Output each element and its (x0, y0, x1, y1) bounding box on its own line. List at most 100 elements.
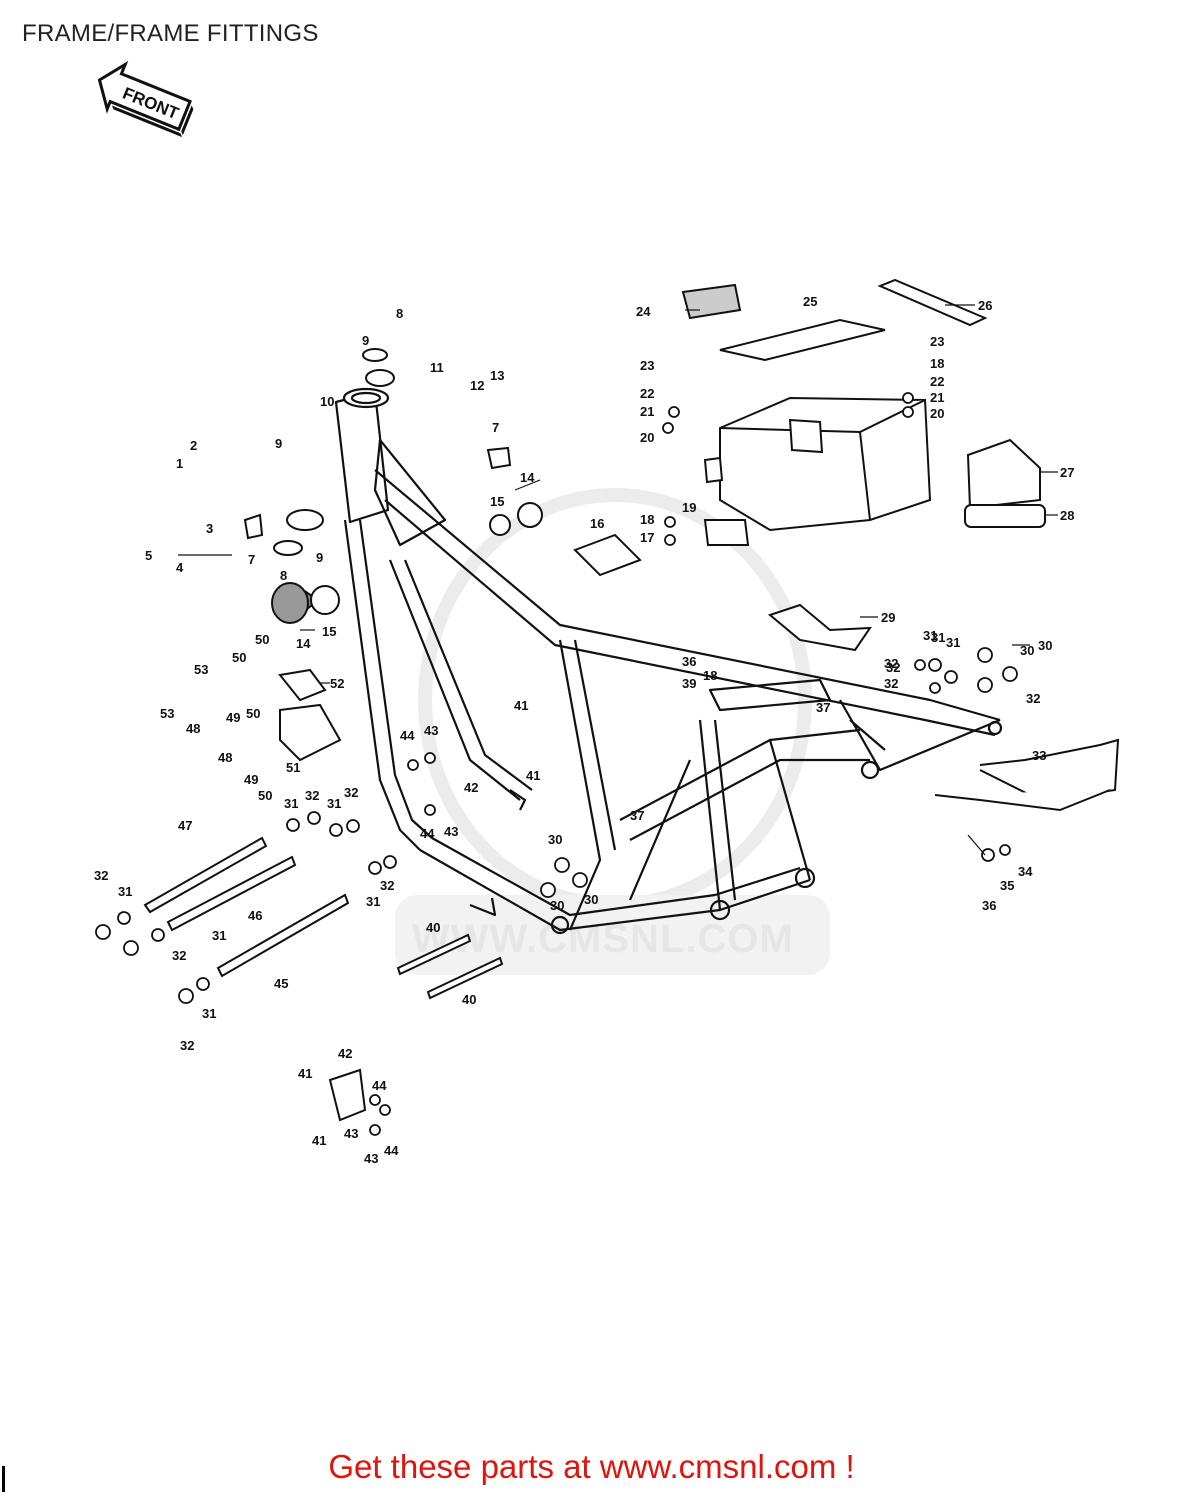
leader-lines (178, 304, 1058, 856)
callout: 36 (682, 654, 696, 669)
callout: 11 (430, 360, 444, 375)
callout: 15 (490, 494, 504, 509)
callout: 29 (881, 610, 895, 625)
footer-cta-link[interactable]: Get these parts at www.cmsnl.com ! (328, 1448, 855, 1485)
battery-box (703, 396, 932, 546)
callout: 34 (1018, 864, 1033, 879)
callout: 22 (930, 374, 944, 389)
callout: 32 (94, 868, 108, 883)
callout: 31 (212, 928, 226, 943)
callout: 32 (1026, 691, 1040, 706)
callout: 13 (490, 368, 504, 383)
callout: 37 (816, 700, 830, 715)
frame-fittings (143, 348, 1120, 1122)
fasteners (95, 392, 1018, 1136)
callout: 23 (930, 334, 944, 349)
callout: 41 (526, 768, 540, 783)
callout: 17 (640, 530, 654, 545)
callout: 24 (636, 304, 651, 319)
callout: 31 (366, 894, 380, 909)
callout: 18 (640, 512, 654, 527)
callout: 18 (930, 356, 944, 371)
callout: 31 (202, 1006, 216, 1021)
callout: 18 (703, 668, 717, 683)
callout: 30 (584, 892, 598, 907)
callout: 20 (930, 406, 944, 421)
callout: 32 (172, 948, 186, 963)
callout: 45 (274, 976, 288, 991)
callout: 7 (248, 552, 255, 567)
frame-tubes (334, 387, 1003, 935)
callout: 33 (1032, 748, 1046, 763)
callout: 40 (462, 992, 476, 1007)
edge-marker (2, 1466, 5, 1492)
callout: 41 (298, 1066, 312, 1081)
callout: 43 (364, 1151, 378, 1166)
callout: 4 (176, 560, 184, 575)
callout: 30 (550, 898, 564, 913)
callout: 50 (246, 706, 260, 721)
callout: 14 (296, 636, 311, 651)
callout: 31 (923, 628, 937, 643)
callout: 32 (344, 785, 358, 800)
callout: 28 (1060, 508, 1074, 523)
callout: 50 (258, 788, 272, 803)
battery-parts (681, 278, 988, 362)
callout: 40 (426, 920, 440, 935)
callout: 9 (316, 550, 323, 565)
callout: 32 (886, 660, 900, 675)
callout: 5 (145, 548, 152, 563)
callout: 31 (946, 635, 960, 650)
callout: 30 (1038, 638, 1052, 653)
callout: 39 (682, 676, 696, 691)
callout: 8 (396, 306, 403, 321)
callout: 41 (514, 698, 528, 713)
callout: 9 (362, 333, 369, 348)
callout: 32 (380, 878, 394, 893)
callout: 50 (255, 632, 269, 647)
callout: 43 (344, 1126, 358, 1141)
callout: 21 (930, 390, 944, 405)
callout: 36 (982, 898, 996, 913)
callout: 30 (548, 832, 562, 847)
callout: 32 (180, 1038, 194, 1053)
callout: 31 (118, 884, 132, 899)
callout: 37 (630, 808, 644, 823)
callout: 32 (305, 788, 319, 803)
callouts: 1 2 3 4 5 7 9 8 9 10 11 12 13 7 14 15 15… (94, 294, 1074, 1166)
callout: 22 (640, 386, 654, 401)
callout: 15 (322, 624, 336, 639)
callout: 43 (444, 824, 458, 839)
watermark: WWW.CMSNL.COM (395, 488, 830, 975)
callout: 20 (640, 430, 654, 445)
callout: 35 (1000, 878, 1014, 893)
callout: 41 (312, 1133, 326, 1148)
callout: 9 (275, 436, 282, 451)
callout: 50 (232, 650, 246, 665)
callout: 1 (176, 456, 183, 471)
callout: 10 (320, 394, 334, 409)
callout: 3 (206, 521, 213, 536)
callout: 19 (682, 500, 696, 515)
callout: 30 (1020, 643, 1034, 658)
callout: 42 (464, 780, 478, 795)
callout: 7 (492, 420, 499, 435)
callout: 49 (226, 710, 240, 725)
callout: 32 (884, 676, 898, 691)
callout: 21 (640, 404, 654, 419)
callout: 53 (160, 706, 174, 721)
callout: 43 (424, 723, 438, 738)
callout: 51 (286, 760, 300, 775)
callout: 31 (327, 796, 341, 811)
callout: 2 (190, 438, 197, 453)
callout: 8 (280, 568, 287, 583)
callout: 25 (803, 294, 817, 309)
callout: 32 (884, 656, 898, 671)
callout: 44 (420, 826, 435, 841)
callout: 44 (372, 1078, 387, 1093)
callout: 44 (400, 728, 415, 743)
callout: 42 (338, 1046, 352, 1061)
callout: 48 (218, 750, 232, 765)
page-title: FRAME/FRAME FITTINGS (22, 20, 319, 47)
